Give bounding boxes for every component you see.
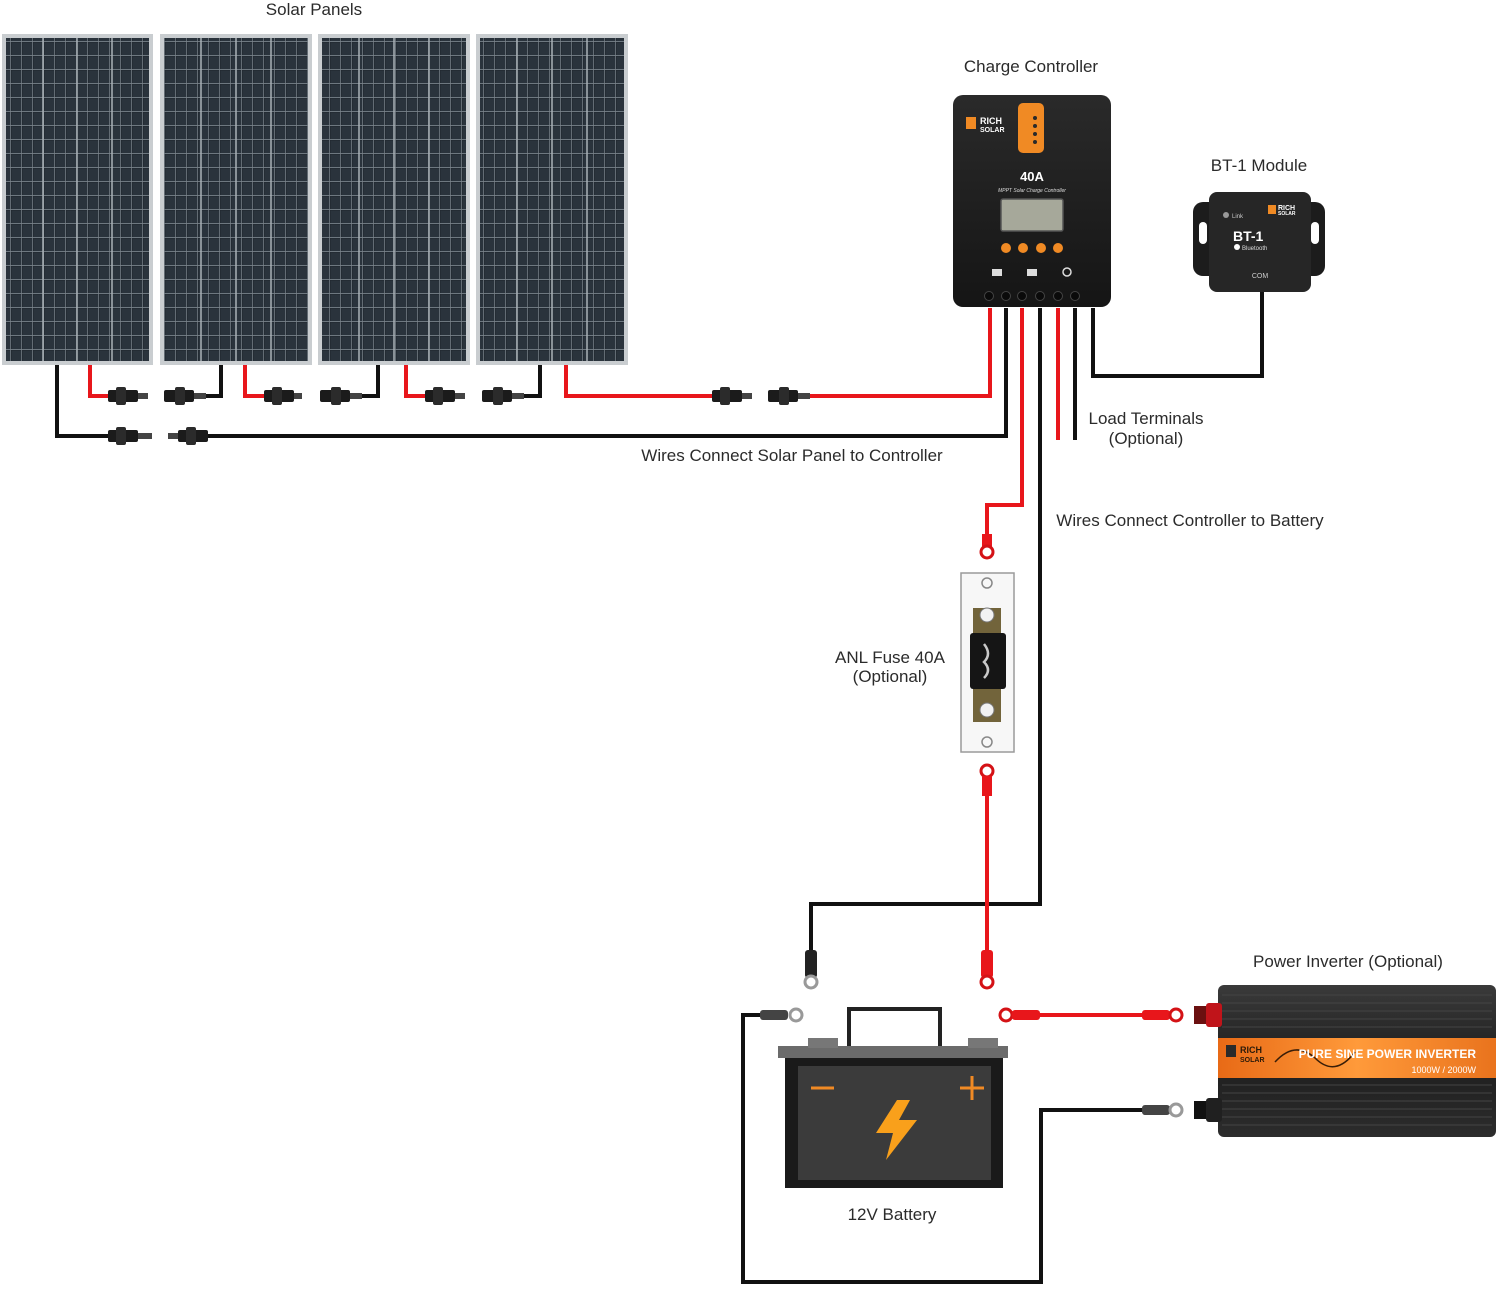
power-inverter-label: Power Inverter (Optional) <box>1253 952 1443 971</box>
load-terminals-label: Load Terminals <box>1088 409 1204 428</box>
bt1-name: BT-1 <box>1233 228 1264 244</box>
inverter-negative-terminal <box>1206 1098 1222 1122</box>
solar-panel-array <box>2 34 628 365</box>
battery-icon <box>778 1007 1008 1188</box>
mc4-connector-icon <box>425 387 465 405</box>
inverter-icon: RICH SOLAR PURE SINE POWER INVERTER 1000… <box>1194 985 1496 1137</box>
mc4-connector-icon <box>712 387 752 405</box>
mc4-connector-icon <box>168 427 208 445</box>
wires-controller-battery-label: Wires Connect Controller to Battery <box>1056 511 1324 530</box>
bluetooth-module-icon: Link RICH SOLAR BT-1 Bluetooth COM <box>1193 192 1325 292</box>
controller-output-wiring <box>809 290 1264 955</box>
solar-panel-icon <box>476 34 628 365</box>
mc4-connector-icon <box>264 387 302 405</box>
inverter-positive-terminal <box>1206 1003 1222 1027</box>
inverter-brand-line2: SOLAR <box>1240 1057 1265 1064</box>
mc4-connector-icon <box>108 387 148 405</box>
bt1-module-label: BT-1 Module <box>1210 156 1308 175</box>
anl-fuse-optional-label: (Optional) <box>852 667 928 686</box>
controller-rating: 40A <box>1020 169 1044 184</box>
controller-button-up[interactable] <box>1001 243 1011 253</box>
bt1-com-label: COM <box>1252 273 1269 280</box>
controller-button-right[interactable] <box>1053 243 1063 253</box>
battery-label: 12V Battery <box>847 1205 937 1224</box>
controller-button-left[interactable] <box>1036 243 1046 253</box>
solar-panels-label: Solar Panels <box>265 0 363 19</box>
battery-cable-lugs <box>803 950 995 990</box>
bt1-subtitle: Bluetooth <box>1242 246 1267 252</box>
mc4-connector-icon <box>768 387 810 405</box>
controller-buttons <box>1001 243 1063 253</box>
bt1-brand-line2: SOLAR <box>1278 211 1296 217</box>
controller-lcd-screen <box>1000 198 1064 232</box>
controller-brand-line1: RICH <box>980 116 1002 126</box>
solar-panel-icon <box>2 34 153 365</box>
fuse-icon <box>960 534 1015 796</box>
controller-button-down[interactable] <box>1018 243 1028 253</box>
mc4-connector-icon <box>164 387 206 405</box>
wires-panel-controller-label: Wires Connect Solar Panel to Controller <box>641 446 943 465</box>
mc4-connector-icon <box>482 387 524 405</box>
inverter-title: PURE SINE POWER INVERTER <box>1299 1047 1477 1061</box>
lightning-bolt-icon <box>876 1100 917 1160</box>
bt1-link-label: Link <box>1232 214 1244 220</box>
panel-series-wiring <box>55 308 1008 438</box>
solar-panel-icon <box>318 34 470 365</box>
mc4-connectors <box>108 387 810 445</box>
anl-fuse-label: ANL Fuse 40A <box>835 648 945 667</box>
charge-controller-icon: RICH SOLAR 40A MPPT Solar Charge Control… <box>953 95 1111 307</box>
bt1-brand-line1: RICH <box>1278 205 1295 212</box>
controller-terminals <box>984 291 1080 301</box>
controller-brand-line2: SOLAR <box>980 127 1005 134</box>
mc4-connector-icon <box>320 387 362 405</box>
inverter-rating: 1000W / 2000W <box>1411 1065 1476 1075</box>
mc4-connector-icon <box>108 427 152 445</box>
solar-panel-icon <box>160 34 312 365</box>
load-terminals-optional-label: (Optional) <box>1108 429 1184 448</box>
inverter-cable-lugs <box>760 1007 1184 1118</box>
charge-controller-label: Charge Controller <box>963 57 1099 76</box>
controller-model: MPPT Solar Charge Controller <box>998 188 1066 194</box>
inverter-brand-line1: RICH <box>1240 1045 1262 1055</box>
